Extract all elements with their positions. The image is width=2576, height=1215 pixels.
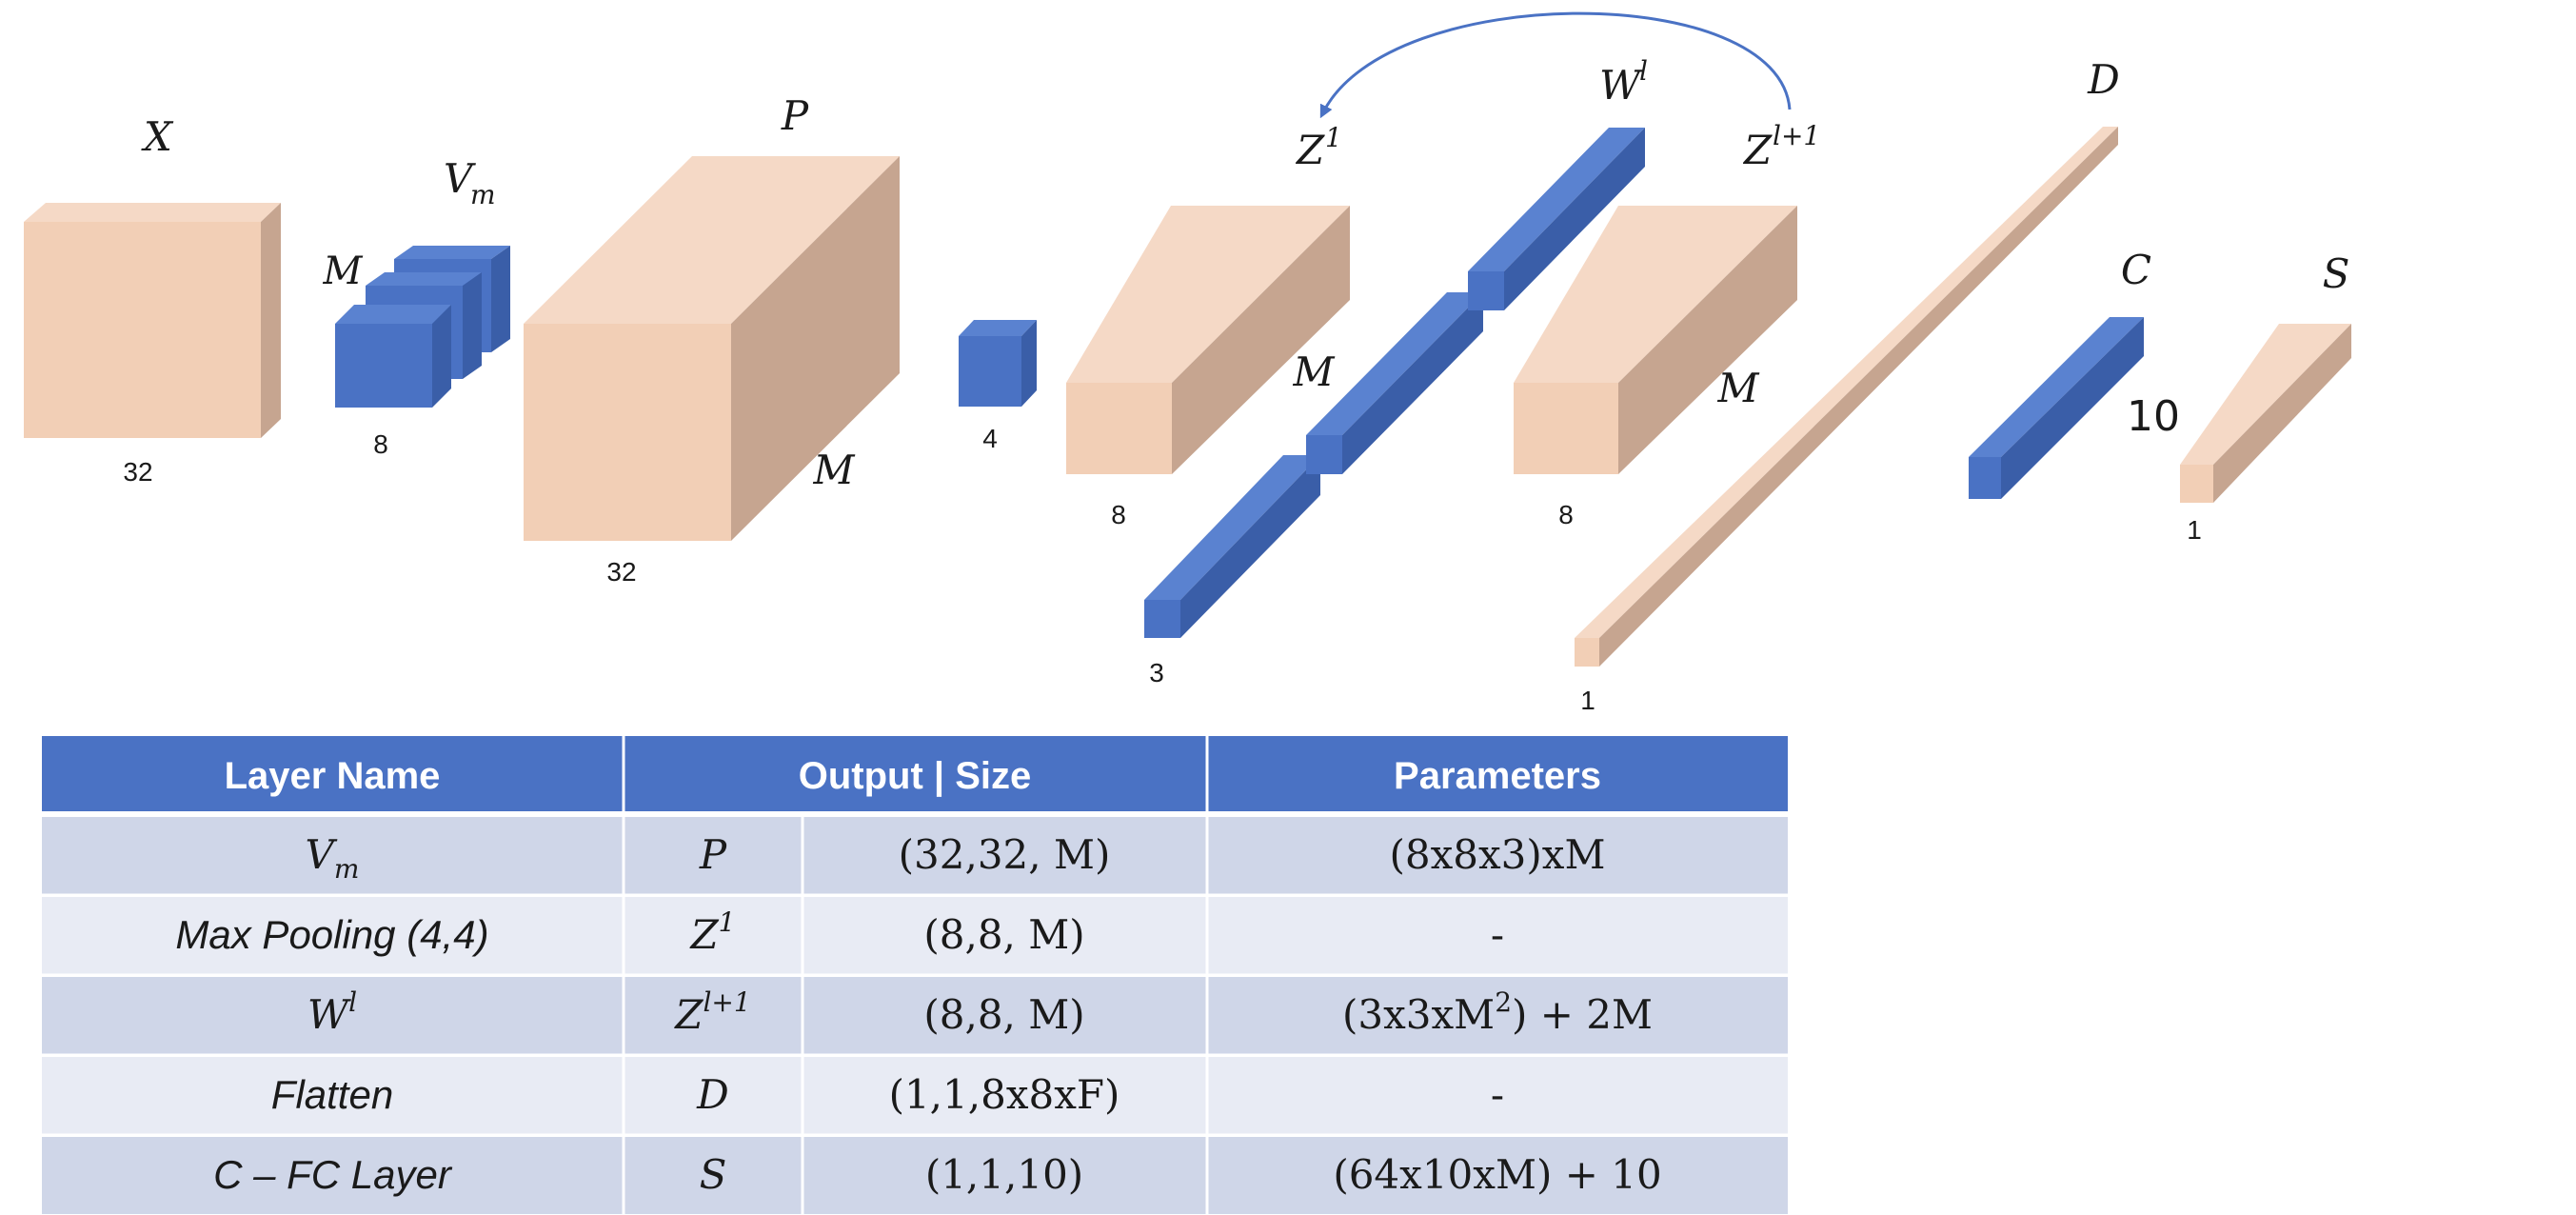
row4-size: (1,1,8x8xF) — [889, 1071, 1120, 1118]
row1-params: (8x8x3)xM — [1389, 831, 1605, 878]
layer-table: Layer Name Output | Size Parameters Vm P… — [42, 736, 1788, 1214]
row4-layer: Flatten — [271, 1072, 393, 1117]
p-depth-label: M — [812, 447, 855, 493]
p-label: P — [781, 92, 809, 139]
row3-params-main: (3x3xM — [1342, 991, 1495, 1038]
p-block-front — [524, 324, 731, 541]
x-input-block — [24, 203, 281, 438]
row5-layer: C – FC Layer — [213, 1152, 453, 1197]
wl-label-sup: l — [1639, 55, 1648, 87]
row2-params: - — [1491, 911, 1504, 958]
row3-output-main: Z — [673, 991, 703, 1038]
s-output-vector — [2180, 324, 2351, 503]
table-row — [42, 1137, 1788, 1214]
d-size-label: 1 — [1580, 686, 1595, 715]
x-block-side — [261, 203, 281, 438]
row3-params-sup: 2 — [1495, 986, 1512, 1018]
z1-size-label: 8 — [1111, 500, 1126, 529]
recurrence-arrow — [1319, 11, 1792, 119]
d-label: D — [2087, 56, 2120, 103]
row3-layer-main: W — [307, 991, 352, 1038]
d-flatten-vector — [1575, 127, 2118, 667]
zl1-size-label: 8 — [1558, 500, 1574, 529]
pool-kernel-cube — [959, 320, 1037, 407]
row3-output-sup: l+1 — [703, 986, 750, 1018]
header-layer-name: Layer Name — [225, 755, 441, 797]
z1-block — [1066, 206, 1350, 474]
row1-size: (32,32, M) — [899, 831, 1111, 878]
row3-output: Zl+1 — [673, 986, 750, 1038]
wl-kernel-segment-low — [1144, 455, 1320, 638]
p-size-label: 32 — [606, 557, 636, 587]
row5-size: (1,1,10) — [925, 1151, 1083, 1198]
header-parameters: Parameters — [1394, 755, 1601, 797]
wl-kernel-segment-mid — [1306, 292, 1483, 474]
x-size-label: 32 — [123, 457, 152, 487]
x-block-top — [24, 203, 281, 222]
row2-output-sup: 1 — [719, 906, 736, 938]
c-fc-vector — [1969, 317, 2144, 499]
row4-output: D — [696, 1071, 729, 1118]
row1-layer-sub: m — [334, 853, 360, 885]
p-block — [524, 156, 900, 541]
wl-label: W — [1599, 62, 1644, 109]
p-block-side — [731, 156, 900, 541]
row3-layer: Wl — [307, 986, 357, 1038]
vm-filter-stack — [335, 246, 510, 408]
row5-output: S — [700, 1151, 727, 1198]
zl1-label-sup: l+1 — [1773, 120, 1820, 151]
vm-size-label: 8 — [373, 429, 388, 459]
table-header-row — [42, 736, 1788, 813]
vm-label-sub: m — [470, 179, 496, 210]
row2-output: Z1 — [688, 906, 735, 958]
zl1-label: Z — [1742, 127, 1773, 173]
row1-layer-main: V — [306, 831, 338, 878]
s-size-label: 1 — [2187, 515, 2202, 545]
row4-params: - — [1491, 1071, 1504, 1118]
vm-label: V — [444, 155, 476, 202]
z1-label: Z — [1295, 127, 1325, 173]
row1-layer: Vm — [306, 831, 360, 885]
row3-params: (3x3xM2) + 2M — [1342, 986, 1653, 1038]
row2-size: (8,8, M) — [923, 911, 1084, 958]
c-size-label: 10 — [2127, 392, 2180, 441]
row3-size: (8,8, M) — [923, 991, 1084, 1038]
row3-params-tail: ) + 2M — [1512, 991, 1653, 1038]
row2-layer: Max Pooling (4,4) — [175, 912, 488, 957]
x-label: X — [141, 113, 174, 160]
wl-size-label: 3 — [1149, 658, 1164, 687]
zl1-block — [1514, 206, 1797, 474]
pool-size-label: 4 — [982, 424, 998, 453]
wl-kernel-segment-high — [1468, 128, 1645, 310]
table-row — [42, 1057, 1788, 1134]
table-row — [42, 817, 1788, 894]
s-label: S — [2323, 250, 2350, 297]
z1-label-sup: 1 — [1325, 122, 1342, 153]
header-output-size: Output | Size — [799, 755, 1032, 797]
row3-layer-sup: l — [348, 986, 357, 1018]
zl1-depth-label: M — [1716, 365, 1759, 411]
x-block-front — [24, 222, 261, 438]
z1-depth-label: M — [1292, 349, 1335, 395]
row2-output-main: Z — [688, 911, 719, 958]
vm-depth-label: M — [323, 249, 364, 293]
p-block-top — [524, 156, 900, 324]
row1-output: P — [699, 831, 727, 878]
row5-params: (64x10xM) + 10 — [1333, 1151, 1661, 1198]
table-row — [42, 897, 1788, 974]
table-row — [42, 977, 1788, 1054]
c-label: C — [2121, 247, 2151, 293]
